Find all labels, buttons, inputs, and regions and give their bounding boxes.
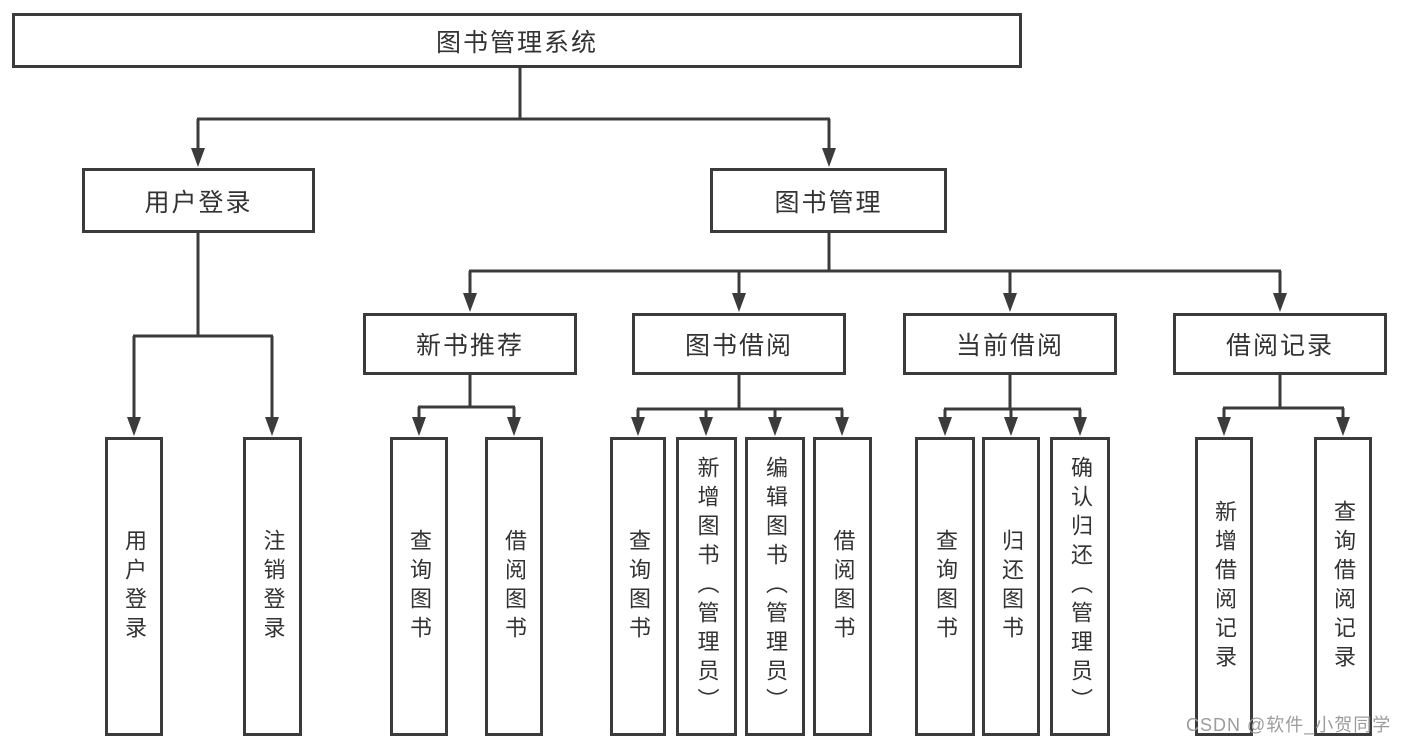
- node-borrow-records: 借阅记录: [1173, 313, 1387, 375]
- leaf-borrow-books: 借阅图书: [813, 437, 872, 736]
- node-book-management: 图书管理: [710, 168, 947, 233]
- leaf-user-login: 用户登录: [105, 437, 163, 736]
- leaf-return-books: 归还图书: [982, 437, 1040, 736]
- node-new-book-recommend: 新书推荐: [363, 313, 577, 375]
- leaf-logout: 注销登录: [243, 437, 302, 736]
- node-book-borrow: 图书借阅: [632, 313, 846, 375]
- leaf-query-books-borrow: 查询图书: [610, 437, 666, 736]
- node-library-system: 图书管理系统: [12, 13, 1022, 68]
- leaf-edit-books-admin: 编辑图书（管理员）: [745, 437, 805, 736]
- leaf-query-borrow-record: 查询借阅记录: [1314, 437, 1372, 736]
- leaf-confirm-return-admin: 确认归还（管理员）: [1050, 437, 1110, 736]
- leaf-borrow-books-recommend: 借阅图书: [485, 437, 543, 736]
- leaf-add-books-admin: 新增图书（管理员）: [676, 437, 737, 736]
- node-user-login: 用户登录: [82, 168, 315, 233]
- leaf-add-borrow-record: 新增借阅记录: [1195, 437, 1253, 736]
- leaf-query-books-recommend: 查询图书: [390, 437, 448, 736]
- arrowheads: [127, 148, 1350, 436]
- csdn-watermark: CSDN @软件_小贺同学: [1186, 715, 1392, 735]
- node-current-borrow: 当前借阅: [903, 313, 1117, 375]
- leaf-query-books-current: 查询图书: [915, 437, 975, 736]
